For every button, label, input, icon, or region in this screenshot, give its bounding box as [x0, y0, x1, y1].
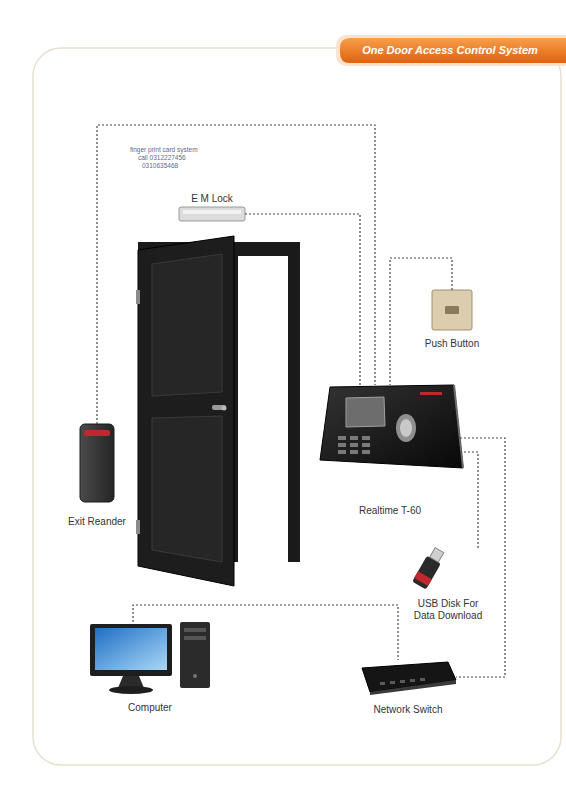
device-label: Computer [128, 702, 172, 714]
exit-reader-symbol [80, 424, 114, 502]
door-illustration [152, 416, 222, 562]
terminal-device-symbol [320, 385, 463, 468]
computer-symbol [184, 636, 206, 640]
door-illustration [152, 254, 222, 396]
note-text: call 0312227456 [138, 154, 186, 162]
network-switch-symbol [420, 678, 425, 681]
device-label: Push Button [425, 338, 479, 350]
device-label: Realtime T-60 [359, 505, 421, 517]
terminal-device-symbol [362, 450, 370, 454]
terminal-device-symbol [346, 397, 385, 427]
frame-outline [33, 48, 561, 765]
door-illustration [136, 520, 140, 534]
frame-outline [33, 48, 561, 765]
terminal-device-symbol [338, 443, 346, 447]
computer-symbol [180, 622, 210, 688]
em-lock-symbol [179, 207, 245, 221]
computer-symbol [109, 686, 153, 694]
terminal-device-symbol [338, 436, 370, 454]
terminal-device-symbol [400, 419, 412, 437]
door-illustration [138, 236, 234, 586]
network-switch-symbol [380, 682, 385, 685]
dotted-wire [97, 125, 375, 424]
network-switch-symbol [400, 680, 405, 683]
computer-symbol [90, 622, 210, 694]
usb-disk-symbol [430, 548, 444, 563]
em-lock-symbol [183, 210, 241, 214]
switch-label-box: Network Switch [360, 660, 456, 716]
device-label: E M Lock [191, 193, 233, 205]
reader-label-box: Exit Reander [65, 424, 129, 528]
network-switch-symbol [370, 680, 456, 695]
exit-reader-symbol [84, 430, 110, 436]
computer-symbol [184, 628, 206, 632]
terminal-device-symbol [338, 450, 346, 454]
note-text: 0310635468 [142, 162, 178, 170]
push-button-symbol [445, 306, 459, 314]
dotted-wire [460, 452, 478, 548]
network-switch-symbol [410, 679, 415, 682]
terminal-device-symbol [320, 385, 463, 468]
terminal-device-symbol [350, 450, 358, 454]
door-illustration [136, 236, 300, 586]
door-illustration [212, 405, 226, 410]
title-tab [336, 35, 566, 66]
door-illustration [222, 406, 227, 411]
dotted-wire [245, 214, 360, 385]
network-switch-symbol [380, 678, 425, 685]
dotted-wire [390, 258, 452, 385]
dotted-wire [456, 438, 505, 677]
terminal-device-symbol [350, 436, 358, 440]
push-button-symbol [432, 290, 472, 330]
device-label: Exit Reander [68, 516, 126, 528]
terminal-device-symbol [350, 443, 358, 447]
network-switch-symbol [390, 681, 395, 684]
em-lock-symbol [179, 207, 245, 221]
network-switch-symbol [362, 662, 456, 695]
device-label: USB Disk For Data Download [412, 598, 484, 622]
terminal-device-symbol [338, 436, 346, 440]
terminal-device-symbol [362, 443, 370, 447]
door-illustration [238, 256, 288, 562]
terminal-device-symbol [362, 436, 370, 440]
device-label: Network Switch [374, 704, 443, 716]
terminal-device-symbol [454, 385, 463, 468]
terminal-device-symbol [420, 392, 442, 395]
note-text: finger print card system [130, 146, 198, 154]
exit-reader-symbol [80, 424, 114, 502]
dotted-wire [133, 605, 398, 660]
usb-disk-symbol [412, 546, 446, 590]
usb-label-box: USB Disk For Data Download [409, 548, 487, 622]
terminal-label-box: Realtime T-60 [320, 385, 460, 517]
title-text: One Door Access Control System [338, 39, 562, 61]
computer-symbol [193, 674, 197, 678]
computer-label-box: Computer [88, 622, 212, 714]
push-button-symbol [432, 290, 472, 330]
computer-symbol [95, 628, 167, 670]
usb-disk-symbol [414, 571, 432, 586]
terminal-device-symbol [396, 414, 416, 442]
computer-symbol [90, 624, 172, 676]
door-illustration [136, 290, 140, 304]
title-tab [336, 35, 566, 66]
lock-label-box: E M Lock [179, 193, 245, 223]
button-label-box: Push Button [422, 290, 483, 350]
